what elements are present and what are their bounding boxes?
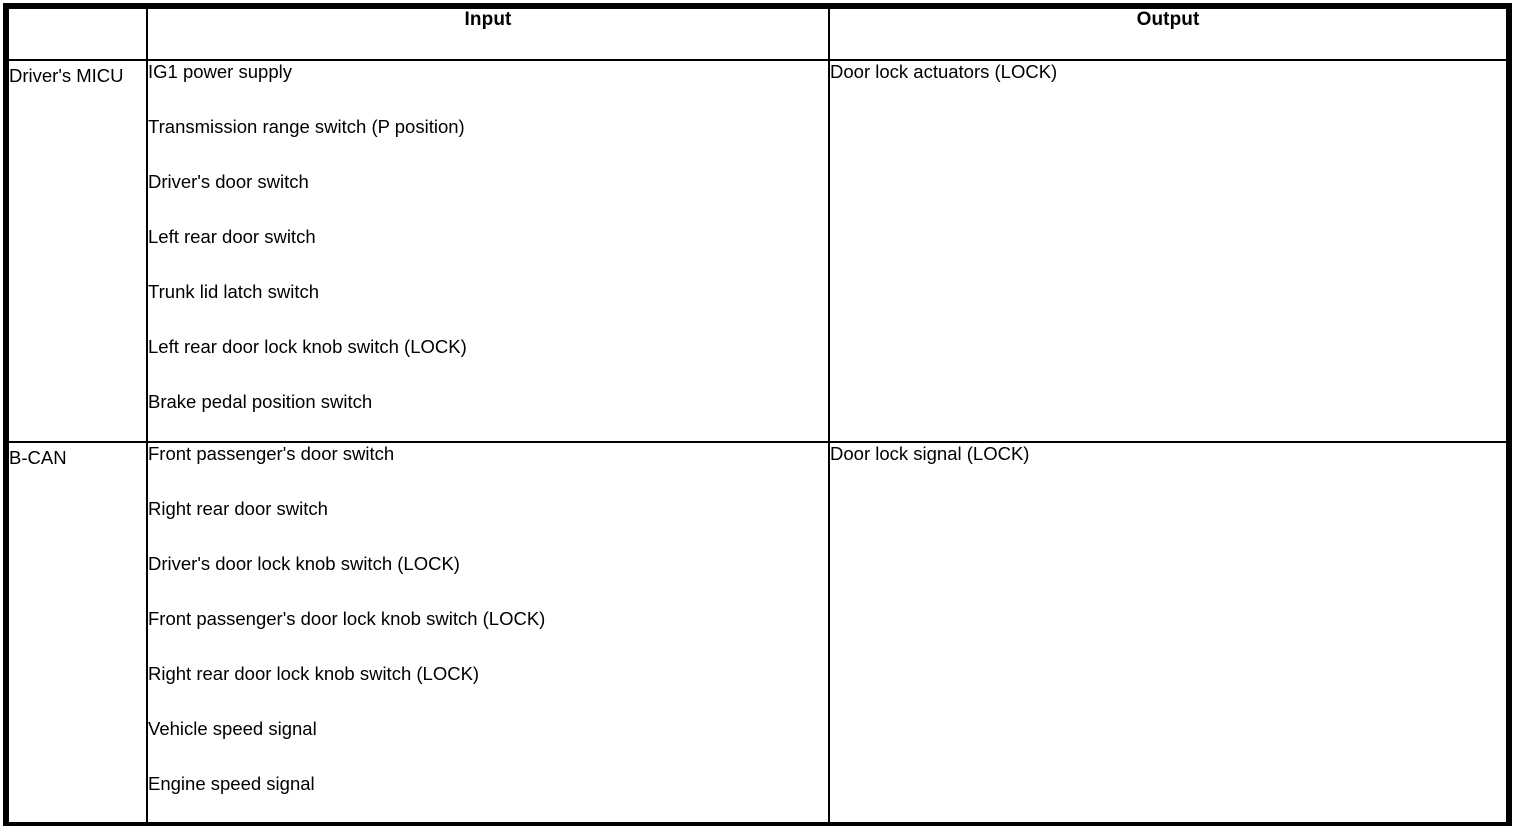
system-label: Driver's MICU	[9, 65, 124, 86]
list-item: Left rear door lock knob switch (LOCK)	[148, 336, 467, 357]
list-item: Door lock actuators (LOCK)	[830, 61, 1058, 82]
system-cell-drivers-micu: Driver's MICU	[7, 59, 148, 443]
input-list-drivers-micu: IG1 power supply Transmission range swit…	[148, 61, 828, 413]
header-input: Input	[146, 7, 830, 61]
input-output-table: Input Output Driver's MICU IG1 power sup…	[7, 7, 1508, 822]
system-label: B-CAN	[9, 446, 67, 468]
output-cell-drivers-micu: Door lock actuators (LOCK)	[828, 59, 1508, 443]
list-item: Front passenger's door switch	[148, 442, 395, 464]
table-row-b-can: B-CAN Front passenger's door switch Righ…	[7, 440, 1508, 822]
list-item: Engine speed signal	[148, 772, 315, 794]
output-list-drivers-micu: Door lock actuators (LOCK)	[830, 61, 1506, 83]
input-cell-b-can: Front passenger's door switch Right rear…	[146, 440, 830, 822]
table-body: Driver's MICU IG1 power supply Transmiss…	[7, 59, 1508, 822]
header-output: Output	[828, 7, 1508, 61]
list-item: Transmission range switch (P position)	[148, 116, 465, 137]
io-table-container: Input Output Driver's MICU IG1 power sup…	[3, 3, 1512, 826]
list-item: Right rear door switch	[148, 497, 328, 519]
list-item: Driver's door switch	[148, 171, 309, 192]
list-item: Front passenger's door lock knob switch …	[148, 607, 546, 629]
input-cell-drivers-micu: IG1 power supply Transmission range swit…	[146, 59, 830, 443]
list-item: Left rear door switch	[148, 226, 316, 247]
system-cell-b-can: B-CAN	[7, 440, 148, 822]
header-corner-blank	[7, 7, 148, 61]
list-item: IG1 power supply	[148, 61, 292, 82]
input-list-b-can: Front passenger's door switch Right rear…	[148, 443, 828, 795]
output-list-b-can: Door lock signal (LOCK)	[830, 443, 1506, 465]
list-item: Trunk lid latch switch	[148, 281, 320, 302]
header-row: Input Output	[7, 7, 1508, 61]
list-item: Door lock signal (LOCK)	[830, 442, 1030, 464]
output-cell-b-can: Door lock signal (LOCK)	[828, 440, 1508, 822]
list-item: Driver's door lock knob switch (LOCK)	[148, 552, 460, 574]
list-item: Brake pedal position switch	[148, 391, 373, 412]
list-item: Vehicle speed signal	[148, 717, 317, 739]
list-item: Right rear door lock knob switch (LOCK)	[148, 662, 480, 684]
table-header: Input Output	[7, 7, 1508, 61]
table-row-drivers-micu: Driver's MICU IG1 power supply Transmiss…	[7, 59, 1508, 443]
